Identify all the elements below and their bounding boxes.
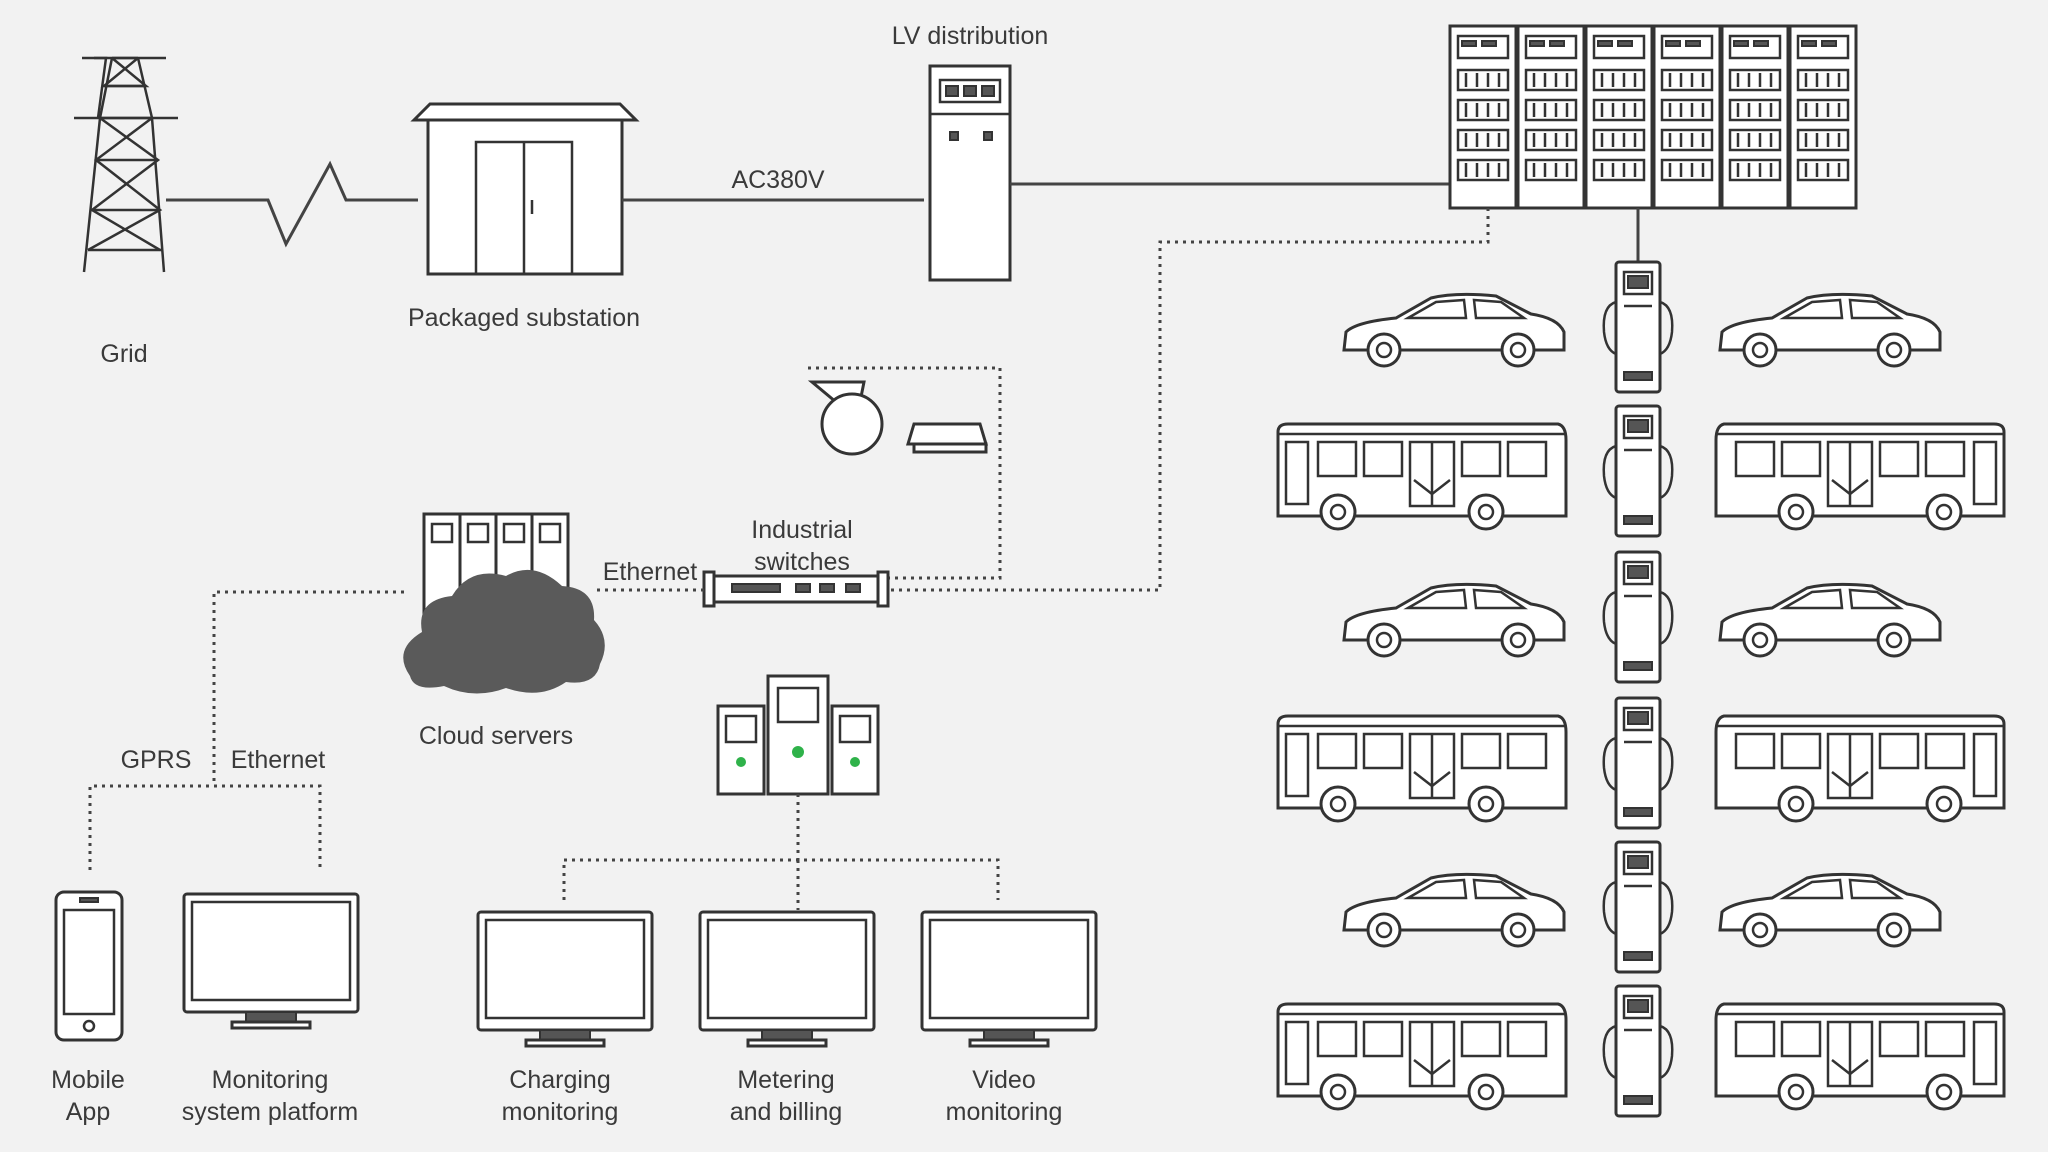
ethernet-clients-label: Ethernet — [231, 746, 326, 774]
grid-feed-line — [166, 160, 418, 248]
charging-pile-icon — [1602, 404, 1674, 538]
local-servers-icon — [716, 674, 880, 796]
grid-tower-icon — [74, 56, 178, 273]
power-cabinet-module — [1584, 24, 1654, 210]
video-recorder-icon — [905, 422, 989, 454]
industrial-switch-icon — [702, 570, 890, 608]
car-right-icon — [1718, 872, 1942, 948]
power-cabinet-module — [1652, 24, 1722, 210]
bus-right-icon — [1714, 422, 2006, 531]
monitoring-platform-label-line1: Monitoring — [212, 1066, 329, 1094]
charging-bay-row — [1276, 404, 2006, 538]
bus-right-icon — [1714, 714, 2006, 823]
charging-bay-row — [1342, 260, 1942, 394]
power-cabinet-module — [1720, 24, 1790, 210]
packaged-substation-icon — [410, 102, 640, 276]
bus-left-icon — [1276, 714, 1568, 823]
bus-left-icon — [1276, 1002, 1568, 1111]
metering-billing-label-line2: and billing — [730, 1098, 843, 1126]
charging-pile-icon — [1602, 984, 1674, 1118]
industrial-switches-label-line2: switches — [754, 548, 850, 576]
car-right-icon — [1718, 292, 1942, 368]
packaged-substation-label: Packaged substation — [408, 304, 640, 332]
ac380v-label: AC380V — [731, 166, 824, 194]
bus-left-icon — [1276, 422, 1568, 531]
cloud-servers-icon — [403, 512, 605, 694]
bus-right-icon — [1714, 1002, 2006, 1111]
charging-bay-row — [1276, 984, 2006, 1118]
charging-monitoring-monitor-icon — [476, 910, 654, 1048]
cloud-servers-label: Cloud servers — [419, 722, 573, 750]
mobile-app-label-line2: App — [66, 1098, 110, 1126]
charging-bay-row — [1342, 550, 1942, 684]
video-monitoring-monitor-icon — [920, 910, 1098, 1048]
car-left-icon — [1342, 582, 1566, 658]
grid-label: Grid — [100, 340, 147, 368]
client-branch-link — [88, 784, 322, 870]
monitoring-platform-label-line2: system platform — [182, 1098, 358, 1126]
power-cabinet-module — [1788, 24, 1858, 210]
industrial-switches-label-line1: Industrial — [751, 516, 852, 544]
car-left-icon — [1342, 872, 1566, 948]
charger-power-cabinets-icon — [1448, 24, 1858, 210]
gprs-label: GPRS — [121, 746, 192, 774]
charging-monitoring-label-line1: Charging — [509, 1066, 610, 1094]
monitoring-platform-monitor-icon — [182, 892, 360, 1030]
charging-pile-icon — [1602, 550, 1674, 684]
power-cabinet-module — [1516, 24, 1586, 210]
metering-billing-label-line1: Metering — [737, 1066, 834, 1094]
charging-bays — [1276, 260, 2006, 1118]
charging-bay-row — [1276, 696, 2006, 830]
lv-distribution-label: LV distribution — [892, 22, 1049, 50]
camera-icon — [807, 380, 884, 456]
car-left-icon — [1342, 292, 1566, 368]
charging-bay-row — [1342, 840, 1942, 974]
charging-pile-icon — [1602, 260, 1674, 394]
charging-monitoring-label-line2: monitoring — [502, 1098, 619, 1126]
mobile-phone-icon — [54, 890, 124, 1042]
camera-to-switch-link — [808, 366, 1002, 580]
car-right-icon — [1718, 582, 1942, 658]
charging-pile-icon — [1602, 696, 1674, 830]
monitor-branch-link — [562, 858, 1000, 900]
metering-billing-monitor-icon — [698, 910, 876, 1048]
power-cabinet-module — [1448, 24, 1518, 210]
cabinets-to-switch-link — [878, 208, 1490, 592]
cloud-shape — [403, 569, 605, 694]
ethernet-switch-label: Ethernet — [603, 558, 698, 586]
charging-pile-icon — [1602, 840, 1674, 974]
video-monitoring-label-line1: Video — [972, 1066, 1036, 1094]
lv-distribution-cabinet-icon — [928, 64, 1012, 282]
video-monitoring-label-line2: monitoring — [946, 1098, 1063, 1126]
mobile-app-label-line1: Mobile — [51, 1066, 125, 1094]
